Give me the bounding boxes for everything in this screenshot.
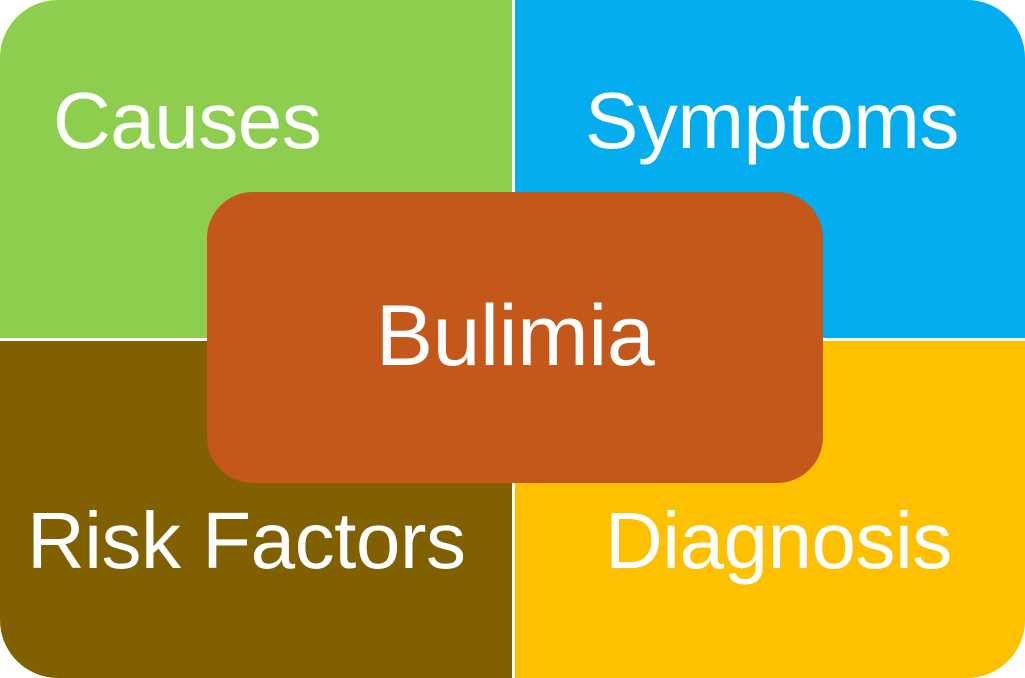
center-node-label: Bulimia [375,287,655,384]
quadrant-causes-label: Causes [53,76,322,165]
center-node[interactable]: Bulimia [207,192,823,483]
quadrant-risk-factors-label: Risk Factors [27,496,466,585]
quadrant-symptoms-label: Symptoms [585,76,959,165]
quadrant-diagnosis-label: Diagnosis [605,496,952,585]
